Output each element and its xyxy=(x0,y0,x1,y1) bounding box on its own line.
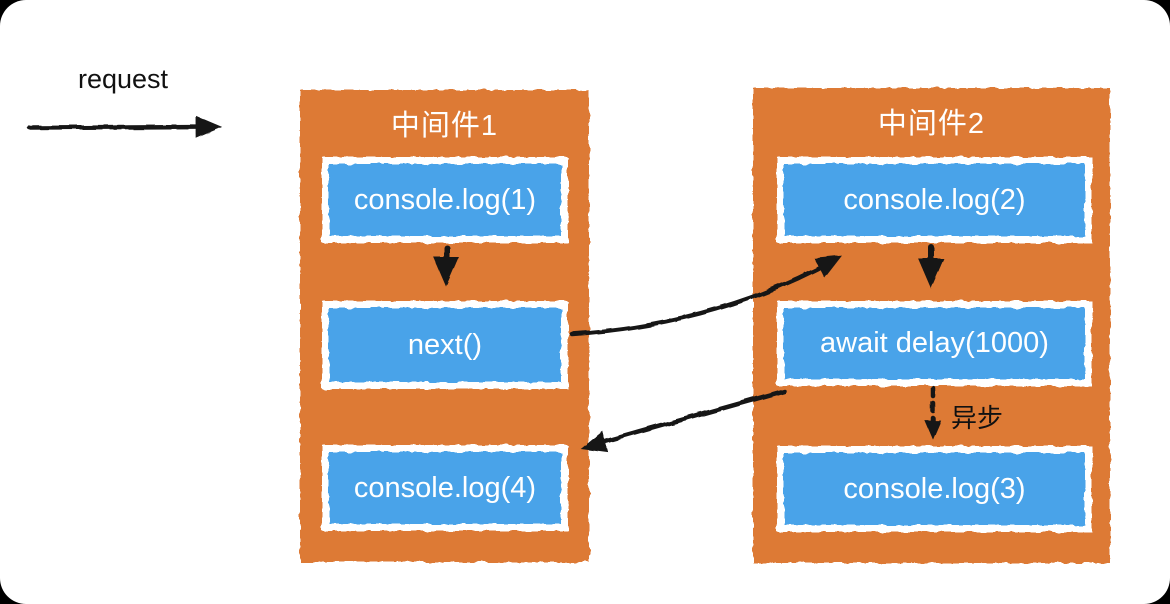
middleware-2-step-log2: console.log(2) xyxy=(777,157,1092,243)
code-box-background xyxy=(322,301,568,389)
middleware-2-step-delay: await delay(1000) xyxy=(777,301,1092,386)
code-box-background xyxy=(777,157,1092,243)
middleware-2-title: 中间件2 xyxy=(877,108,986,140)
middleware-2-panel: 中间件2 console.log(2) await delay(1000) co… xyxy=(753,88,1110,563)
code-text: console.log(3) xyxy=(843,472,1026,505)
code-text: next() xyxy=(407,328,483,361)
code-box-background xyxy=(322,445,568,531)
code-text: console.log(1) xyxy=(353,183,537,216)
middleware-1-step-log4: console.log(4) xyxy=(322,445,568,531)
code-text: console.log(4) xyxy=(353,471,537,504)
request-label: request xyxy=(78,64,169,94)
middleware-2-step-log3: console.log(3) xyxy=(777,446,1092,532)
code-text: console.log(2) xyxy=(843,183,1026,216)
middleware-1-panel: 中间件1 console.log(1) next() console.log(4… xyxy=(300,90,589,562)
middleware-1-title: 中间件1 xyxy=(390,110,499,142)
code-box-background xyxy=(322,157,568,243)
middleware-1-step-log1: console.log(1) xyxy=(322,157,568,243)
request-arrow xyxy=(27,115,223,139)
code-box-background xyxy=(777,446,1092,532)
async-label: 异步 xyxy=(951,403,1004,433)
code-text: await delay(1000) xyxy=(820,327,1049,359)
middleware-1-step-next: next() xyxy=(322,301,568,389)
